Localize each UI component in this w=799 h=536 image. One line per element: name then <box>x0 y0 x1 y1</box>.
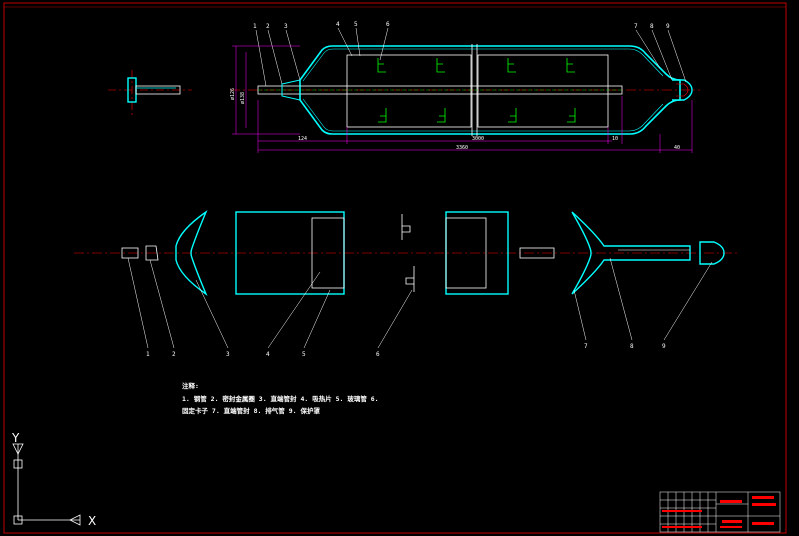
glass-tube-inner <box>302 48 664 82</box>
exploded-label-3: 3 <box>226 351 230 358</box>
exploded-part-7 <box>571 211 691 295</box>
ucs-y-label: Y <box>11 431 20 445</box>
exploded-part-9 <box>699 241 725 265</box>
left-seal <box>281 79 301 101</box>
assembly-part-7: 7 <box>634 23 638 30</box>
dim-inner-dia: ø126 <box>230 88 236 100</box>
assembly-part-1: 1 <box>253 23 257 30</box>
exploded-label-9: 9 <box>662 343 666 350</box>
assembly-part-5: 5 <box>354 21 358 28</box>
exploded-label-7: 7 <box>584 343 588 350</box>
notes-line-1: 1. 钢管 2. 密封金属圈 3. 直端管封 4. 吸热片 5. 玻璃管 6. <box>182 394 379 403</box>
exploded-clip-top <box>401 214 411 240</box>
dim-outer-dia: ø138 <box>240 92 246 104</box>
exploded-label-4: 4 <box>266 351 270 358</box>
dim-left: 124 <box>298 136 307 142</box>
exploded-label-2: 2 <box>172 351 176 358</box>
exploded-clip-bottom <box>405 266 415 292</box>
assembly-view: 1 2 3 4 5 6 7 8 9 ø126 ø138 124 3000 10 … <box>230 21 700 153</box>
exploded-part-3 <box>175 210 208 296</box>
ucs-icon: X Y <box>11 431 96 528</box>
assembly-part-6: 6 <box>386 21 390 28</box>
exploded-label-5: 5 <box>302 351 306 358</box>
assembly-leaders <box>255 27 687 87</box>
dim-end: 40 <box>674 145 680 151</box>
exploded-absorber-right <box>445 217 487 289</box>
exploded-label-8: 8 <box>630 343 634 350</box>
glass-tube-inner-bottom <box>302 98 664 132</box>
assembly-part-2: 2 <box>266 23 270 30</box>
exploded-part-1 <box>121 247 139 259</box>
exploded-leaders <box>127 257 713 349</box>
title-block-text-marks <box>662 496 776 528</box>
dim-right-small: 10 <box>612 136 618 142</box>
exploded-absorber-left <box>311 217 345 289</box>
drawing-border <box>3 2 787 534</box>
dim-total: 3360 <box>456 145 468 151</box>
exploded-label-1: 1 <box>146 351 150 358</box>
dim-middle: 3000 <box>472 136 484 142</box>
exploded-view: 1 2 3 4 5 6 7 8 9 <box>74 210 740 358</box>
absorber-plate-right <box>477 54 609 128</box>
notes-block: 注释: 1. 钢管 2. 密封金属圈 3. 直端管封 4. 吸热片 5. 玻璃管… <box>182 381 379 415</box>
ucs-x-label: X <box>88 514 96 528</box>
exploded-short-pipe <box>519 247 555 259</box>
right-cap <box>672 79 693 101</box>
assembly-part-4: 4 <box>336 21 340 28</box>
dimension-lines <box>232 45 693 153</box>
fin-clips <box>377 58 576 123</box>
exploded-label-6: 6 <box>376 351 380 358</box>
right-cap-inner <box>676 83 689 97</box>
assembly-part-3: 3 <box>284 23 288 30</box>
exploded-part-2 <box>145 245 159 261</box>
clip-detail <box>108 70 192 116</box>
notes-heading: 注释: <box>182 381 199 390</box>
absorber-plate-left <box>346 54 472 128</box>
assembly-part-9: 9 <box>666 23 670 30</box>
notes-line-2: 固定卡子 7. 直端管封 8. 排气管 9. 保护罩 <box>182 406 320 415</box>
assembly-part-8: 8 <box>650 23 654 30</box>
